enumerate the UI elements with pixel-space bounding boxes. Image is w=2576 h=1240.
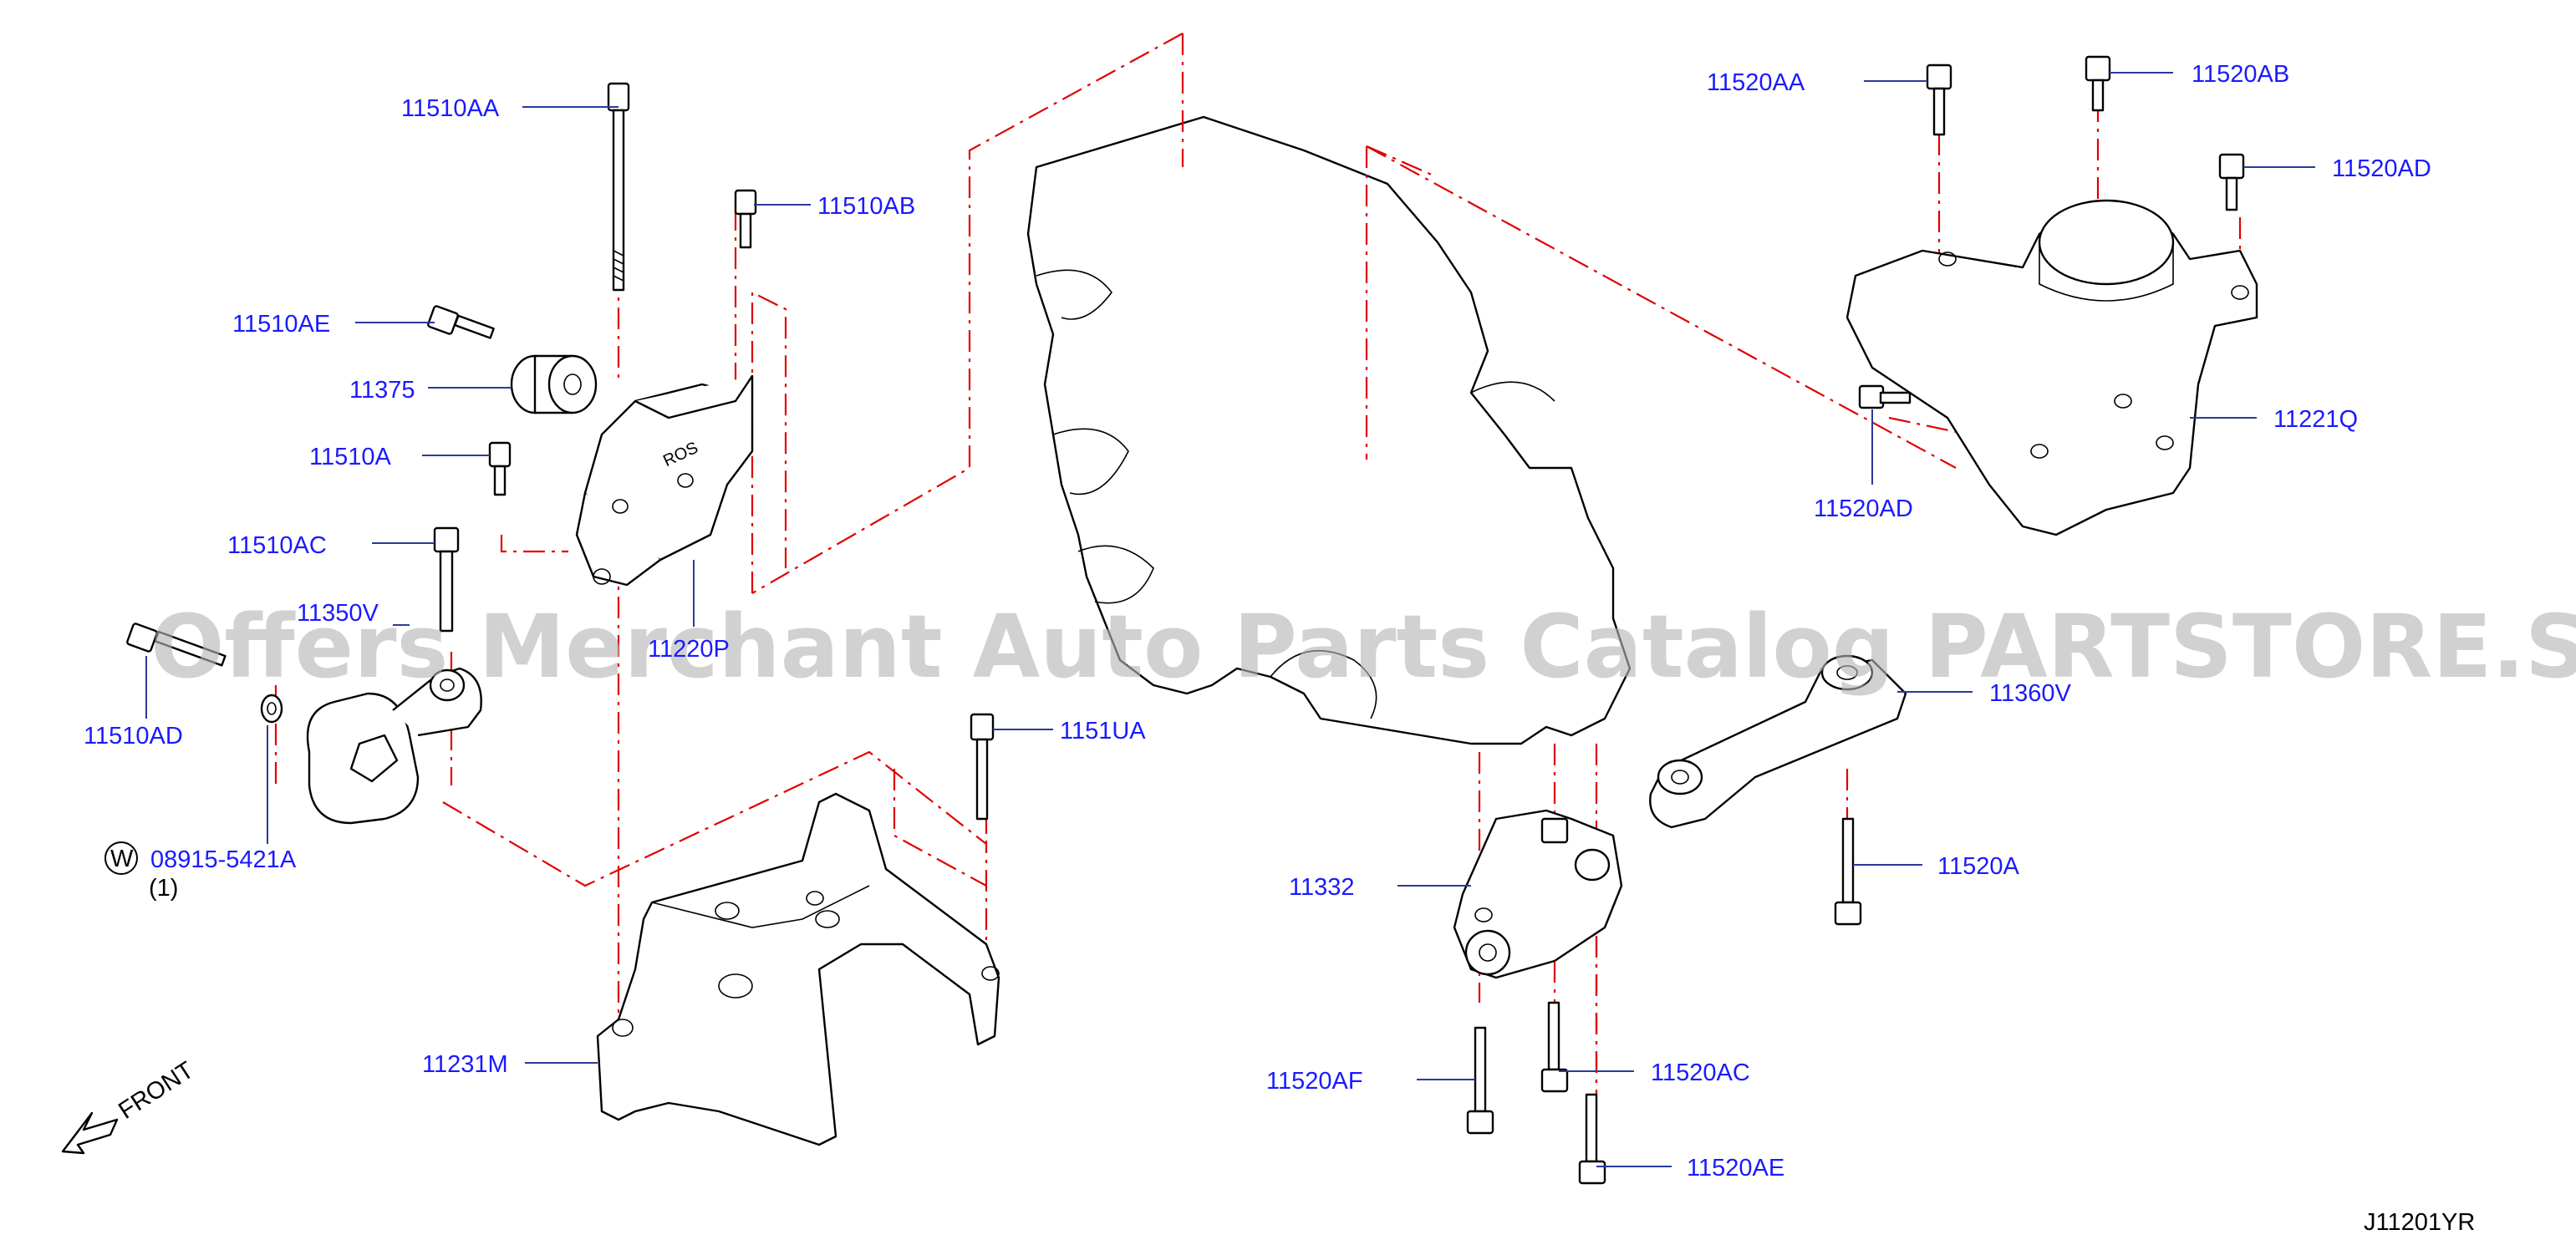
bolt-11520A <box>1834 817 1862 926</box>
torque-rod-11360V <box>1649 654 1907 829</box>
bracket-11220P: ROS <box>575 374 754 587</box>
bolt-11510AB <box>734 189 757 249</box>
bolt-11520AB <box>2085 55 2111 112</box>
bolt-11520AF <box>1466 1026 1494 1135</box>
washer-symbol-icon: W <box>104 841 138 875</box>
bracket-11332 <box>1453 809 1623 979</box>
label-11520AD-top: 11520AD <box>2332 155 2431 182</box>
bolt-11510AE <box>427 305 495 339</box>
label-08915-5421A: 08915-5421A <box>150 846 297 873</box>
front-label: FRONT <box>114 1056 198 1124</box>
damper-11375 <box>510 354 598 414</box>
mount-11221Q <box>1845 199 2258 536</box>
label-11510AA: 11510AA <box>401 95 500 122</box>
label-11520A: 11520A <box>1937 853 2019 880</box>
label-11350V: 11350V <box>297 600 379 627</box>
label-11360V: 11360V <box>1989 680 2071 707</box>
bolt-11520AE <box>1578 1093 1606 1185</box>
label-quantity: (1) <box>149 875 178 902</box>
label-11520AA: 11520AA <box>1707 69 1805 96</box>
label-11520AF: 11520AF <box>1266 1068 1363 1095</box>
label-11510A: 11510A <box>309 444 391 470</box>
label-11520AC: 11520AC <box>1651 1060 1750 1086</box>
label-11520AB: 11520AB <box>2192 61 2289 88</box>
label-1151UA: 1151UA <box>1060 718 1146 745</box>
label-11375: 11375 <box>349 377 415 404</box>
bolt-1151UA <box>970 713 995 821</box>
label-11510AD: 11510AD <box>84 723 183 750</box>
engine-outline <box>1026 115 1632 745</box>
label-11221Q: 11221Q <box>2273 406 2358 433</box>
bolt-11510A <box>488 441 512 496</box>
washer-08915-5421A <box>260 694 283 724</box>
bolt-11520AD-top <box>2218 153 2245 211</box>
bolt-11510AD <box>126 623 227 667</box>
bolt-11520AA <box>1926 64 1952 136</box>
label-11520AD-bottom: 11520AD <box>1814 495 1913 522</box>
washer-symbol-text: W <box>110 846 134 872</box>
diagram-code: J11201YR <box>2364 1209 2475 1236</box>
bracket-11231M <box>596 792 1000 1146</box>
bolt-11520AD-bottom <box>1858 384 1912 409</box>
label-11520AE: 11520AE <box>1687 1155 1784 1182</box>
label-11332: 11332 <box>1289 874 1355 901</box>
label-11510AB: 11510AB <box>817 193 915 220</box>
watermark-text: Offers Merchant Auto Parts Catalog PARTS… <box>150 596 2576 698</box>
bolt-11510AC <box>433 526 460 633</box>
bolt-11510AA <box>607 82 630 292</box>
mount-11350V <box>306 667 482 825</box>
label-11231M: 11231M <box>422 1051 508 1078</box>
bolt-11520AC <box>1540 1001 1569 1093</box>
leader-lines <box>145 72 2315 1167</box>
label-11510AE: 11510AE <box>232 311 330 338</box>
front-arrow-icon: FRONT <box>61 1056 199 1155</box>
part-labels: 11510AA 11510AB 11510AE 11375 11510A 115… <box>84 61 2431 1182</box>
label-11510AC: 11510AC <box>227 532 327 559</box>
label-11220P: 11220P <box>648 636 730 663</box>
